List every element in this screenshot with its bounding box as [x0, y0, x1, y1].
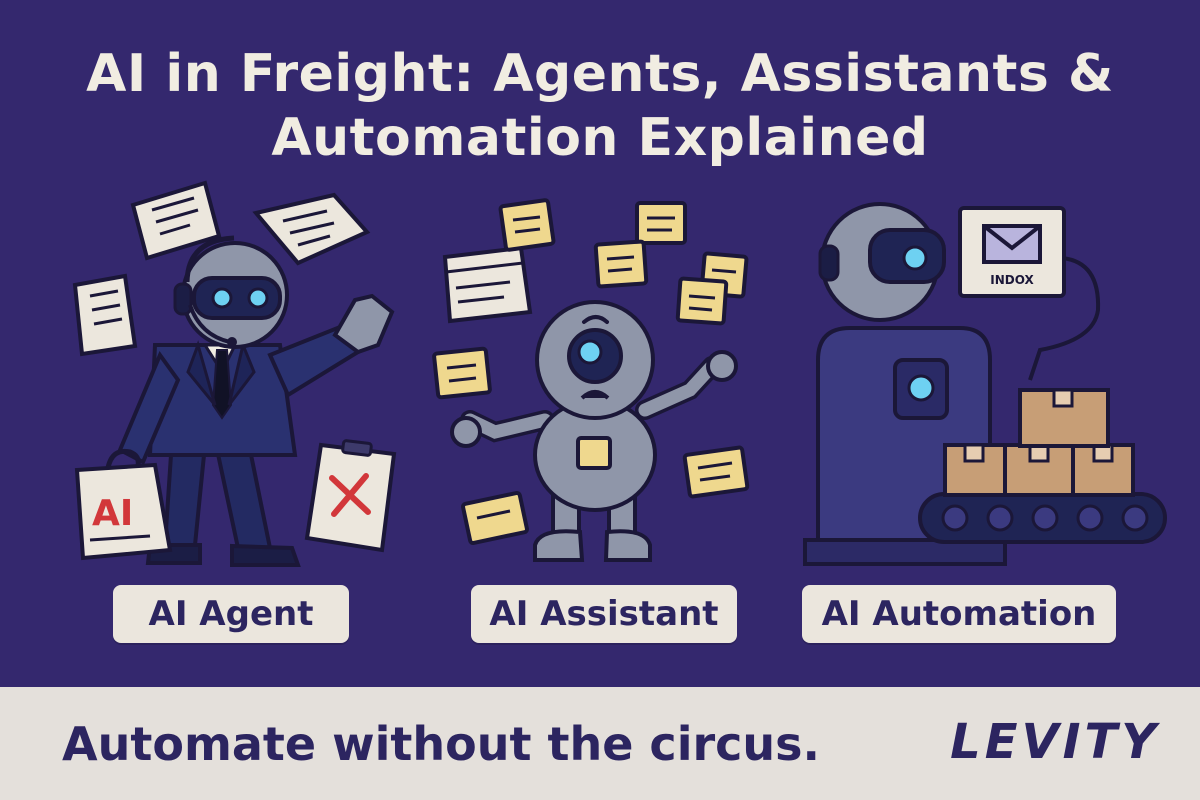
label-ai-automation: AI Automation	[802, 585, 1116, 643]
sticky-note-icon	[675, 276, 729, 326]
box-icon	[943, 443, 1007, 497]
inbox-label: INDOX	[990, 273, 1034, 287]
label-ai-assistant: AI Assistant	[471, 585, 737, 643]
sticky-note-icon	[593, 239, 649, 289]
box-icon	[1003, 443, 1075, 497]
sticky-note-icon	[461, 490, 529, 546]
robot-assistant-icon	[450, 300, 738, 562]
automation-illustration: INDOX	[803, 202, 1167, 566]
x-mark-icon	[304, 439, 397, 553]
sticky-note-icon	[498, 198, 556, 252]
box-icon	[1071, 443, 1135, 497]
document-icon	[72, 273, 138, 357]
robot-agent-icon: AI	[74, 235, 395, 567]
ai-badge-icon: AI	[74, 448, 173, 561]
assistant-illustration	[432, 198, 750, 562]
envelope-icon: INDOX	[958, 206, 1066, 298]
sticky-note-icon	[682, 445, 750, 499]
browser-window-icon	[442, 245, 533, 324]
tagline: Automate without the circus.	[62, 717, 821, 771]
box-icon	[1018, 388, 1110, 448]
ai-badge-text: AI	[92, 493, 133, 534]
document-icon	[252, 192, 371, 266]
sticky-note-icon	[635, 201, 687, 245]
page-title: AI in Freight: Agents, Assistants & Auto…	[0, 42, 1200, 170]
footer-bar: Automate without the circus. LEVITY	[0, 687, 1200, 800]
conveyor-belt-icon	[918, 492, 1167, 544]
document-icon	[130, 180, 222, 261]
sticky-note-icon	[432, 346, 492, 400]
title-line-2: Automation Explained	[271, 108, 929, 168]
brand-logo[interactable]: LEVITY	[950, 714, 1160, 770]
title-line-1: AI in Freight: Agents, Assistants &	[86, 44, 1114, 104]
agent-illustration: AI	[72, 180, 397, 567]
label-ai-agent: AI Agent	[113, 585, 349, 643]
